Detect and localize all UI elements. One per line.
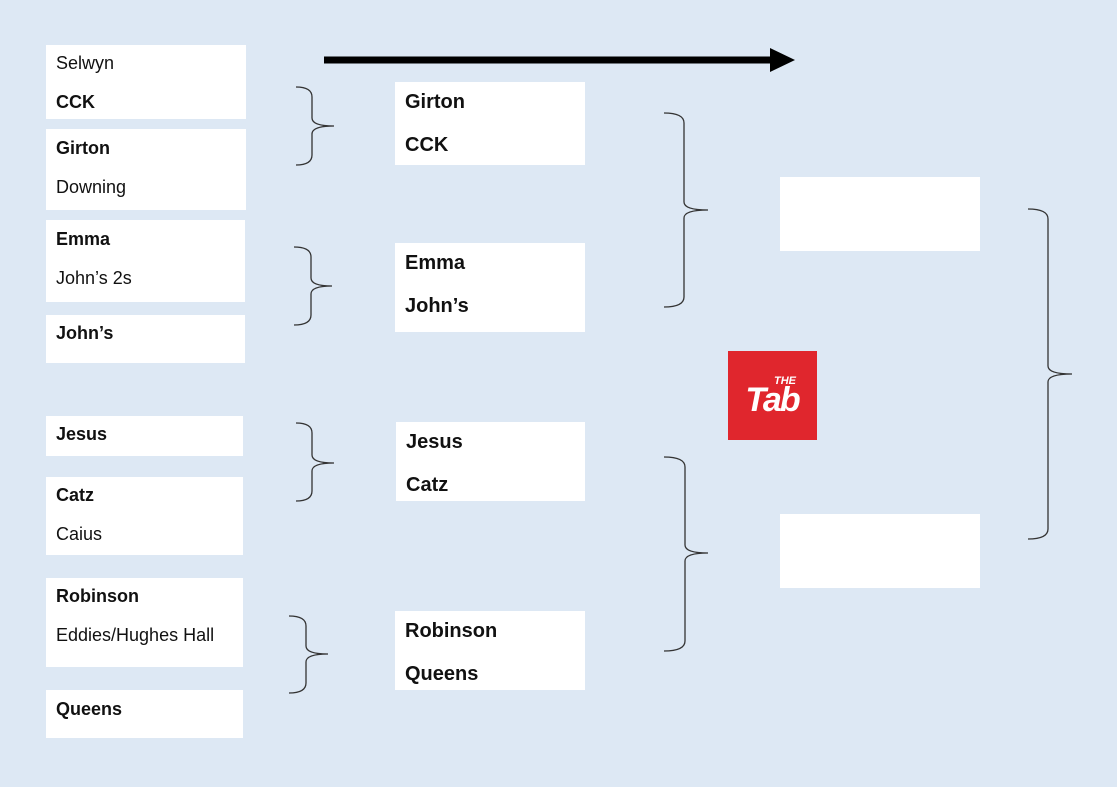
team-name: Catz xyxy=(56,485,95,505)
brace-round1-1 xyxy=(295,86,335,166)
team-name: CCK xyxy=(405,134,449,156)
the-tab-logo: THE Tab xyxy=(728,351,817,440)
team-name: Girton xyxy=(56,138,110,158)
team-name: Caius xyxy=(56,524,103,544)
team-name: Selwyn xyxy=(56,53,115,73)
round3-match-2 xyxy=(780,514,980,588)
brace-round1-2 xyxy=(293,246,333,326)
round2-match-1: Girton CCK xyxy=(395,82,585,165)
team-name: Emma xyxy=(405,252,466,274)
logo-small-text: THE xyxy=(774,375,797,387)
team-name: Downing xyxy=(56,177,127,197)
team-name: Eddies/Hughes Hall xyxy=(56,625,215,645)
team-name: Jesus xyxy=(406,431,463,453)
team-name: Queens xyxy=(405,663,479,685)
team-name: John’s xyxy=(405,295,469,317)
round1-match-5: Jesus xyxy=(46,416,243,456)
round2-match-4: Robinson Queens xyxy=(395,611,585,690)
round1-match-2: Girton Downing xyxy=(46,129,246,210)
team-name: Queens xyxy=(56,699,123,719)
team-name: Robinson xyxy=(405,620,498,642)
round1-match-8: Queens xyxy=(46,690,243,738)
team-name: CCK xyxy=(56,92,95,112)
brace-final xyxy=(1027,208,1073,540)
round2-match-2: Emma John’s xyxy=(395,243,585,332)
logo-big-text: Tab xyxy=(745,381,799,419)
team-name: Jesus xyxy=(56,424,108,444)
team-name: Robinson xyxy=(56,586,139,606)
round1-match-3: Emma John’s 2s xyxy=(46,220,245,302)
team-name: John’s 2s xyxy=(56,268,132,288)
brace-round2-1 xyxy=(663,112,709,308)
brace-round1-4 xyxy=(288,615,329,694)
team-name: Emma xyxy=(56,229,111,249)
progress-arrow-icon xyxy=(324,48,795,72)
round2-match-3: Jesus Catz xyxy=(396,422,585,501)
round3-match-1 xyxy=(780,177,980,251)
round1-match-6: Catz Caius xyxy=(46,477,243,555)
team-name: Catz xyxy=(406,474,449,496)
brace-round2-2 xyxy=(663,456,709,652)
round1-match-1: Selwyn CCK xyxy=(46,45,246,119)
team-name: John’s xyxy=(56,323,114,343)
round1-match-7: Robinson Eddies/Hughes Hall xyxy=(46,578,243,667)
team-name: Girton xyxy=(405,91,465,113)
brace-round1-3 xyxy=(295,422,335,502)
round1-match-4: John’s xyxy=(46,315,245,363)
